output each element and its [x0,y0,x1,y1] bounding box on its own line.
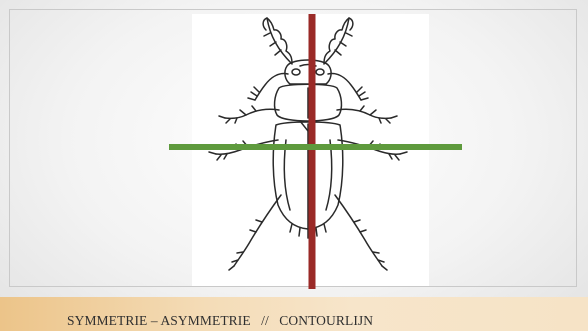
slide-footer-title: SYMMETRIE – ASYMMETRIE // CONTOURLIJN [67,313,373,329]
